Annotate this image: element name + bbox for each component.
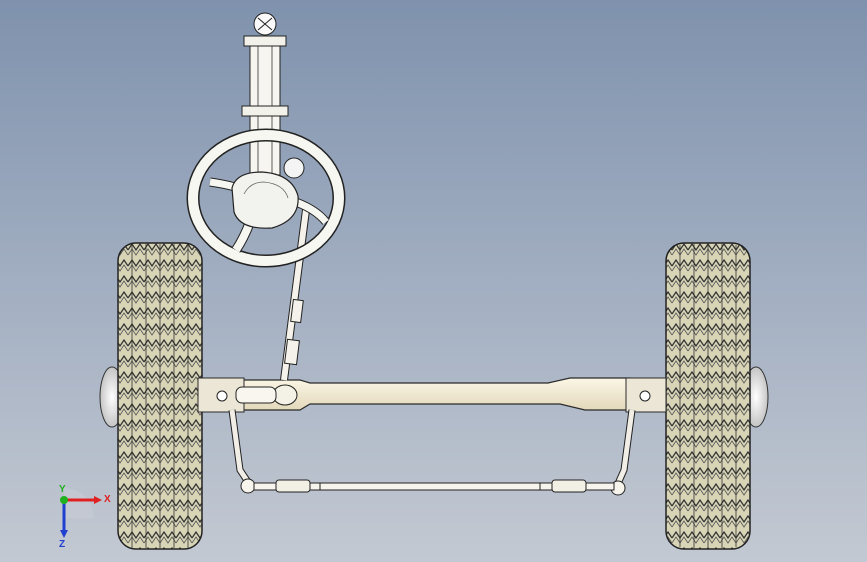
steering-wheel[interactable] [186,128,346,268]
left-steering-knuckle [228,409,256,494]
triad-backdrop [64,488,94,518]
z-axis-head [60,530,68,538]
x-axis-head [94,496,102,504]
intermediate-shaft[interactable] [280,209,310,381]
left-wheel[interactable] [99,242,203,550]
coordinate-triad[interactable]: X Y Z [44,478,114,548]
x-axis-label: X [104,494,111,505]
y-axis-label: Y [59,484,66,495]
tie-rod[interactable] [253,479,615,493]
right-wheel[interactable] [665,242,769,550]
y-axis-dot [60,496,68,504]
steering-column[interactable] [241,12,305,179]
z-axis-label: Z [59,539,65,548]
right-steering-knuckle [610,409,636,496]
steering-wheel-hub [231,171,299,229]
front-axle-beam[interactable] [197,377,667,413]
